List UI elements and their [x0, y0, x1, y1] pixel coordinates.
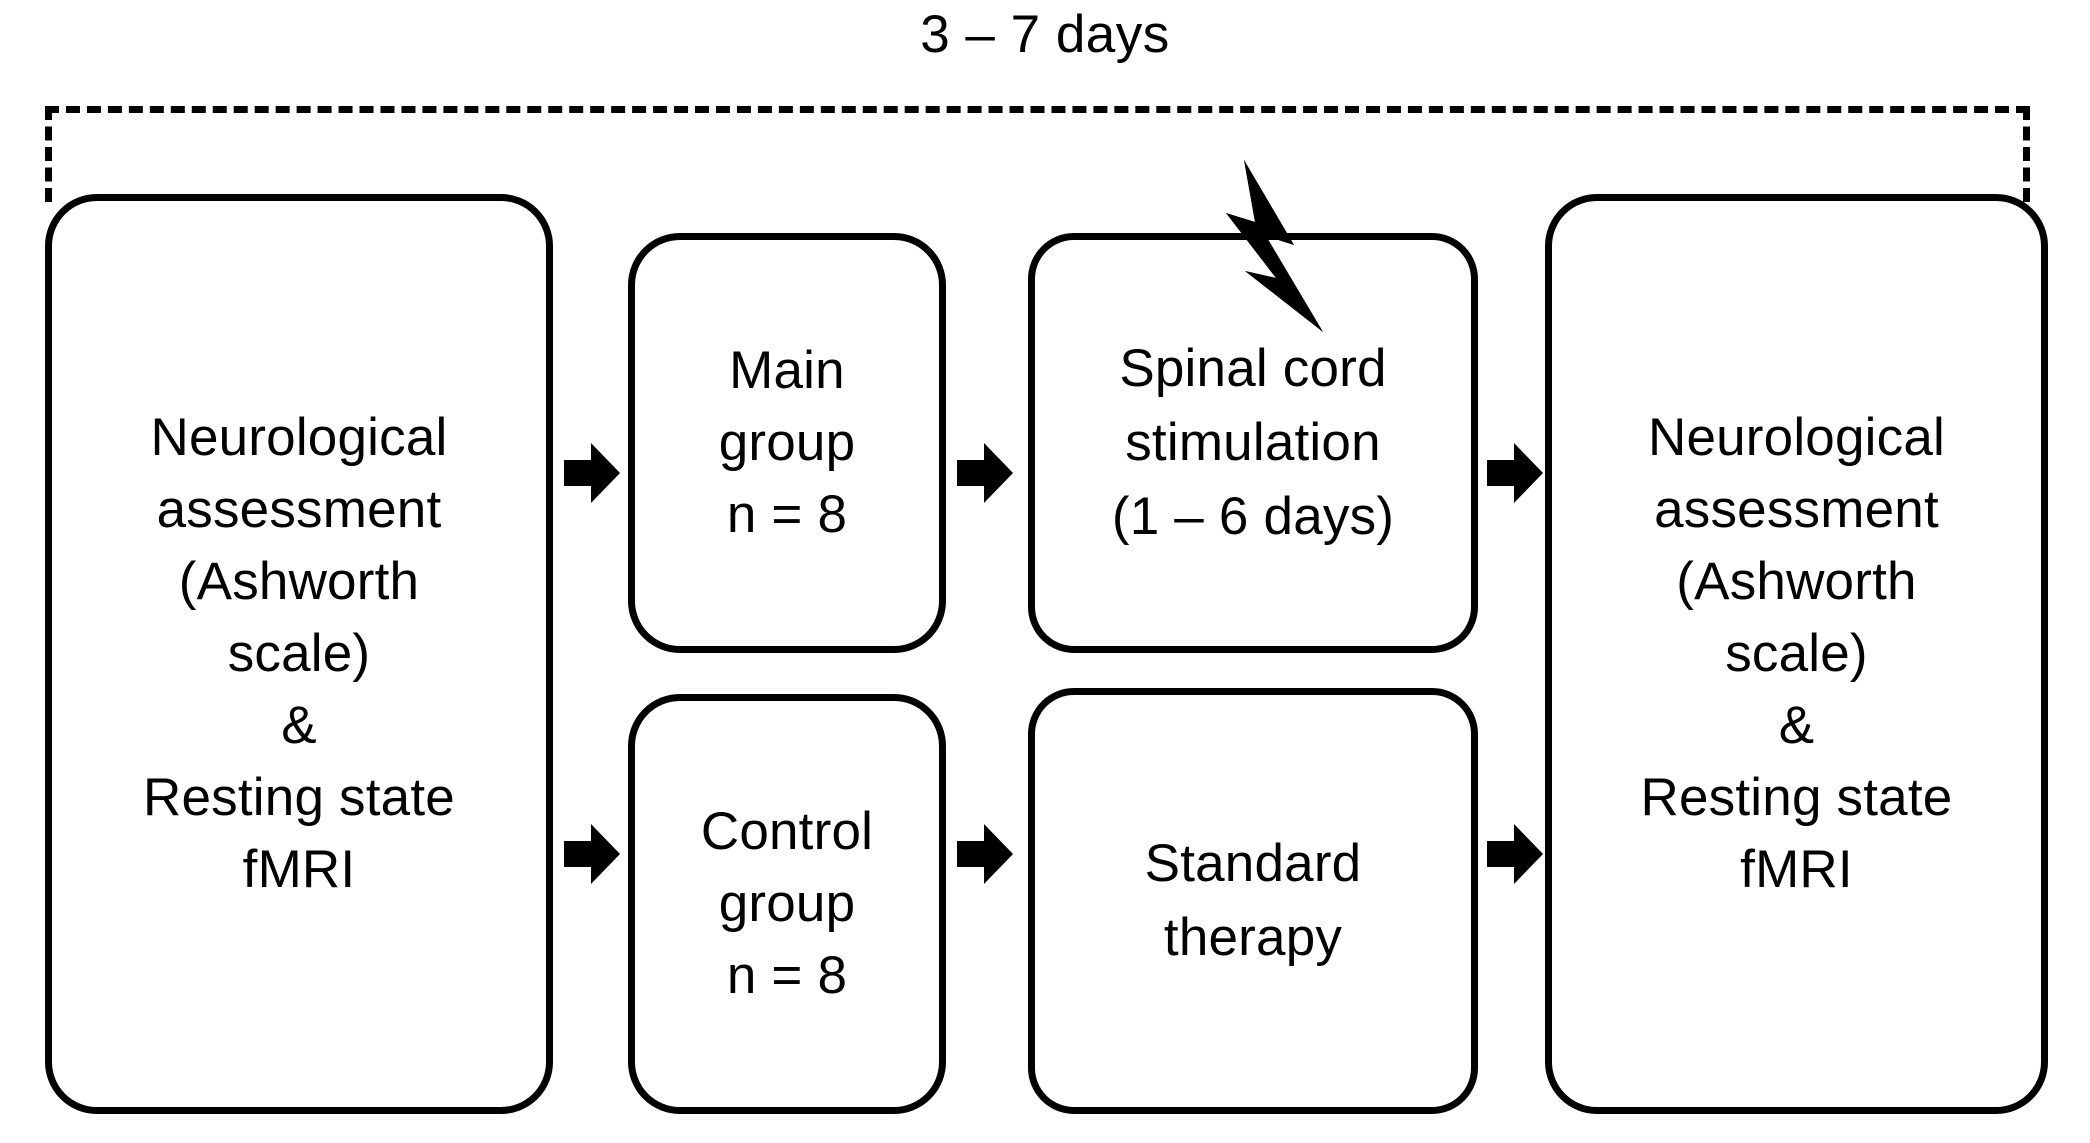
- box-main-group[interactable]: Main group n = 8: [628, 233, 946, 653]
- study-duration-bracket: [45, 106, 2030, 202]
- box-control-group[interactable]: Control group n = 8: [628, 694, 946, 1114]
- box-neurological-assessment-post[interactable]: Neurological assessment (Ashworth scale)…: [1545, 194, 2048, 1114]
- lightning-bolt-icon: [1148, 160, 1328, 332]
- box-stimulation-label: Spinal cord stimulation (1 – 6 days): [1111, 339, 1395, 546]
- arrow-right-icon-main-group-to-stimulation: [957, 443, 1013, 503]
- arrow-right-icon-stimulation-to-assessment: [1487, 443, 1543, 503]
- box-neurological-assessment-pre[interactable]: Neurological assessment (Ashworth scale)…: [45, 194, 553, 1114]
- box-standard-therapy-label: Standard therapy: [1144, 834, 1362, 967]
- box-main-group-label: Main group n = 8: [718, 341, 856, 544]
- arrow-right-icon-assessment-to-main-group: [564, 443, 620, 503]
- arrow-right-icon-standard-therapy-to-assessment: [1487, 824, 1543, 884]
- arrow-right-icon-control-group-to-standard-therapy: [957, 824, 1013, 884]
- study-duration-label: 3 – 7 days: [920, 5, 1170, 64]
- box-assessment-pre-label: Neurological assessment (Ashworth scale)…: [143, 408, 455, 899]
- arrow-right-icon-assessment-to-control-group: [564, 824, 620, 884]
- box-control-group-label: Control group n = 8: [700, 802, 874, 1005]
- box-spinal-cord-stimulation[interactable]: Spinal cord stimulation (1 – 6 days): [1028, 233, 1478, 653]
- box-standard-therapy[interactable]: Standard therapy: [1028, 688, 1478, 1114]
- box-assessment-post-label: Neurological assessment (Ashworth scale)…: [1640, 408, 1953, 899]
